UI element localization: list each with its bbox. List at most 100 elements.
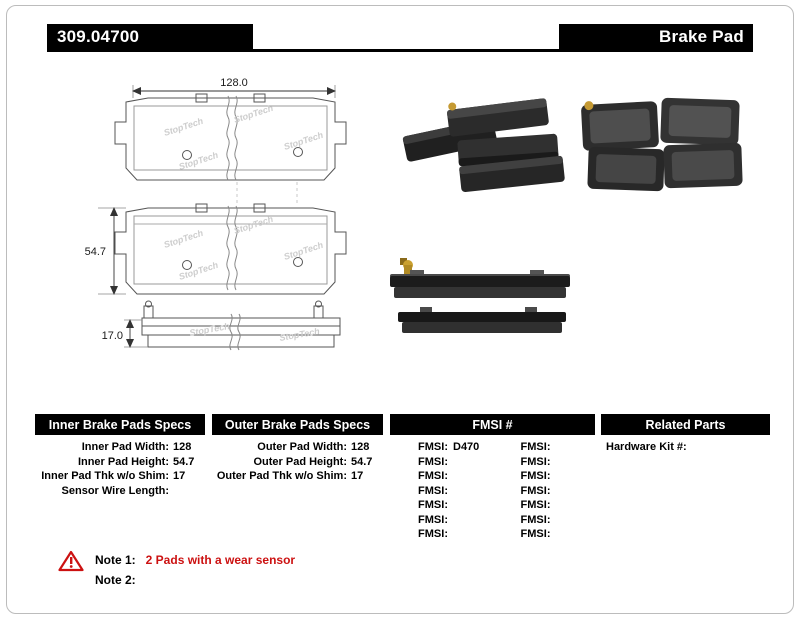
fmsi-label: FMSI: [418, 528, 448, 540]
watermark-text: StopTech [233, 214, 275, 236]
fmsi-value [551, 469, 556, 484]
fmsi-value [551, 440, 556, 455]
fmsi-label: FMSI: [520, 528, 551, 540]
watermark-text: StopTech [163, 116, 205, 138]
fmsi-value: D470 [453, 441, 480, 453]
wear-sensor-icon [584, 101, 594, 111]
note-1-text: 2 Pads with a wear sensor [145, 553, 296, 567]
spec-label: Inner Pad Thk w/o Shim: [41, 470, 169, 482]
fmsi-row: FMSI: [493, 498, 596, 513]
width-dimension-label: 128.0 [220, 77, 248, 89]
watermark-text: StopTech [163, 228, 205, 250]
fmsi-value [448, 527, 453, 542]
fmsi-label: FMSI: [418, 484, 448, 497]
spec-row: Outer Pad Width: 128 [212, 440, 383, 455]
wear-sensor-photo [400, 258, 413, 277]
fmsi-value [551, 484, 556, 499]
fmsi-value [551, 455, 556, 470]
pad-edge-view-drawing [124, 300, 341, 351]
note-1: Note 1: 2 Pads with a wear sensor [95, 553, 295, 567]
product-type-bar: Brake Pad [559, 24, 753, 49]
fmsi-label: FMSI: [520, 499, 551, 511]
spec-value: 54.7 [351, 455, 373, 468]
fmsi-value [551, 498, 556, 513]
part-number-bar: 309.04700 [47, 24, 253, 49]
note-1-label: Note 1: [95, 553, 136, 567]
spec-label: Hardware Kit #: [606, 441, 687, 453]
fmsi-row: FMSI: [493, 440, 596, 455]
fmsi-header: FMSI # [390, 414, 595, 435]
wear-sensor-icon [448, 102, 457, 111]
fmsi-label: FMSI: [520, 513, 551, 526]
note-2: Note 2: [95, 573, 146, 587]
fmsi-row: FMSI: [493, 527, 596, 542]
spec-value: 128 [173, 441, 192, 453]
fmsi-subcolumn-2: FMSI: FMSI: FMSI: FMSI: FMSI: FMSI: FMSI… [493, 440, 596, 542]
fmsi-subcolumn-1: FMSI: D470 FMSI: FMSI: FMSI: FMSI: FMSI: … [390, 440, 493, 542]
inner-specs-column: Inner Brake Pads Specs Inner Pad Width: … [35, 414, 205, 498]
outer-specs-header: Outer Brake Pads Specs [212, 414, 383, 435]
watermark-text: StopTech [178, 260, 220, 282]
fmsi-value [448, 455, 453, 470]
page-header: 309.04700 Brake Pad [47, 24, 753, 52]
fmsi-value [551, 513, 556, 528]
fmsi-label: FMSI: [520, 484, 551, 497]
fmsi-value [448, 484, 453, 499]
fmsi-label: FMSI: [418, 441, 448, 453]
fmsi-label: FMSI: [418, 513, 448, 526]
spec-row: Inner Pad Thk w/o Shim: 17 [35, 469, 205, 484]
spec-row: Inner Pad Width: 128 [35, 440, 205, 455]
spec-row: Sensor Wire Length: [35, 484, 205, 499]
fmsi-row: FMSI: [493, 484, 596, 499]
fmsi-label: FMSI: [418, 470, 448, 482]
fmsi-label: FMSI: [418, 455, 448, 468]
spec-label: Inner Pad Height: [77, 455, 169, 468]
spec-value [687, 440, 692, 455]
fmsi-label: FMSI: [418, 499, 448, 511]
fmsi-row: FMSI: [390, 498, 493, 513]
watermark-text: StopTech [178, 150, 220, 172]
fmsi-value [448, 498, 453, 513]
spec-value: 128 [351, 441, 370, 453]
watermark-text: StopTech [283, 240, 325, 262]
part-number: 309.04700 [57, 26, 140, 46]
spec-label: Outer Pad Width: [257, 441, 347, 453]
fmsi-row: FMSI: [390, 527, 493, 542]
fmsi-value [448, 513, 453, 528]
fmsi-row: FMSI: [493, 469, 596, 484]
spec-value [169, 484, 205, 499]
fmsi-row: FMSI: [390, 455, 493, 470]
spec-row: Hardware Kit #: [601, 435, 770, 455]
related-parts-column: Related Parts Hardware Kit #: [601, 414, 770, 455]
fmsi-row: FMSI: [390, 484, 493, 499]
fmsi-row: FMSI: [493, 455, 596, 470]
product-photo-pad-set [581, 97, 743, 192]
fmsi-label: FMSI: [520, 470, 551, 482]
note-2-label: Note 2: [95, 573, 136, 587]
spec-row: Inner Pad Height: 54.7 [35, 455, 205, 470]
related-parts-header: Related Parts [601, 414, 770, 435]
product-photo-angled-pads [402, 98, 565, 192]
watermark-text: StopTech [279, 326, 321, 343]
height-dimension-label: 54.7 [85, 246, 106, 258]
spec-value: 54.7 [173, 455, 195, 468]
inner-specs-header: Inner Brake Pads Specs [35, 414, 205, 435]
spec-value: 17 [173, 470, 186, 482]
pad-front-view-middle-drawing [98, 203, 347, 295]
fmsi-value [551, 527, 556, 542]
product-photo-edge-pads [390, 258, 570, 333]
outer-specs-column: Outer Brake Pads Specs Outer Pad Width: … [212, 414, 383, 484]
technical-drawing-area: 128.0 StopTech StopTech StopTech StopTec… [85, 77, 743, 351]
fmsi-row: FMSI: [493, 513, 596, 528]
watermark-text: StopTech [283, 130, 325, 152]
fmsi-row: FMSI: [390, 513, 493, 528]
warning-triangle-icon [58, 550, 84, 572]
thickness-dimension-label: 17.0 [102, 330, 123, 342]
fmsi-row: FMSI: [390, 469, 493, 484]
fmsi-column: FMSI # FMSI: D470 FMSI: FMSI: FMSI: FMSI:… [390, 414, 595, 542]
spec-row: Outer Pad Thk w/o Shim: 17 [212, 469, 383, 484]
fmsi-label: FMSI: [520, 455, 551, 468]
spec-label: Outer Pad Height: [253, 455, 347, 468]
fmsi-row: FMSI: D470 [390, 440, 493, 455]
product-type: Brake Pad [659, 26, 744, 46]
